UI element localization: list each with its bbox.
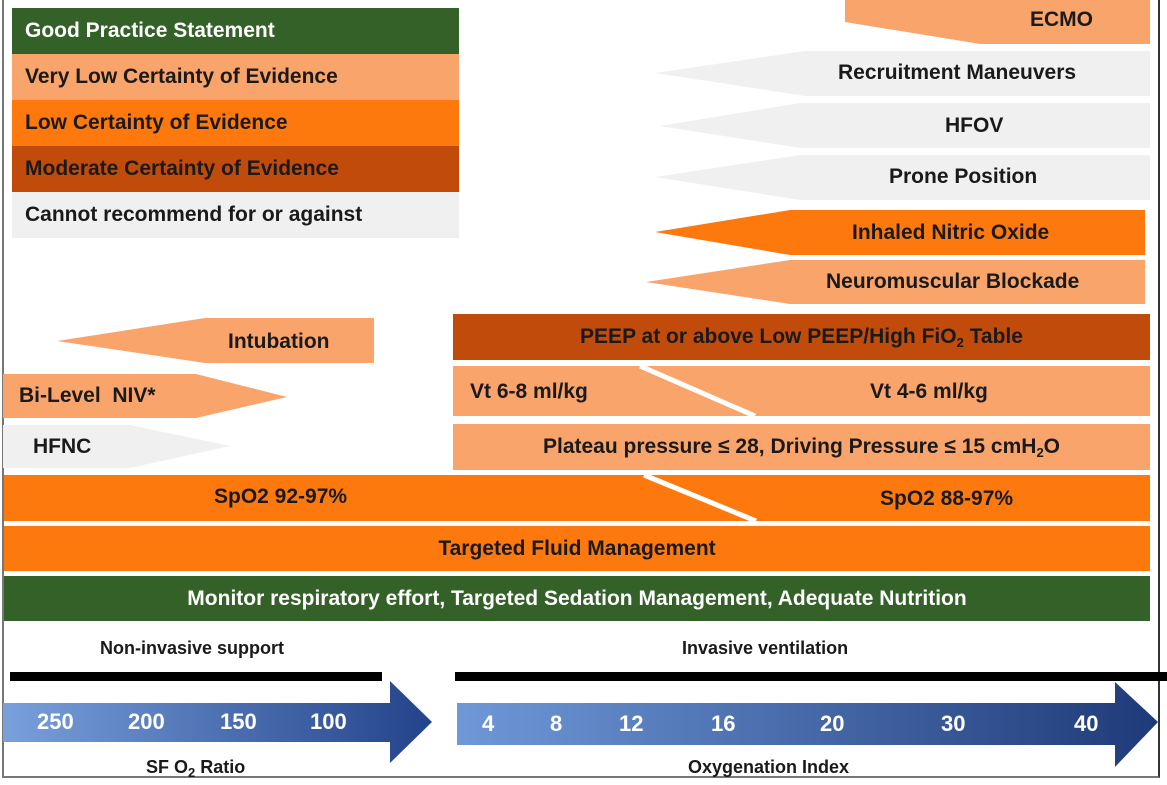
sfo2-tick: 200 bbox=[128, 709, 165, 734]
neuromuscular-blockade-arrow bbox=[646, 260, 1145, 304]
sfo2-tick: 150 bbox=[220, 709, 257, 734]
hfnc-arrow bbox=[3, 425, 230, 468]
spo2-band bbox=[4, 475, 1150, 521]
vt-band bbox=[453, 366, 1150, 416]
oi-tick: 12 bbox=[619, 711, 644, 736]
prone-position-arrow bbox=[655, 155, 1150, 200]
hfov-arrow bbox=[660, 103, 1150, 148]
spo2-right-label: SpO2 88-97% bbox=[880, 487, 1014, 510]
legend-label: Good Practice Statement bbox=[25, 19, 275, 42]
legend-cannot-recommend: Cannot recommend for or against bbox=[12, 192, 459, 238]
vt-right-label: Vt 4-6 ml/kg bbox=[870, 380, 988, 403]
invasive-title: Invasive ventilation bbox=[682, 638, 849, 658]
fluid-management-label: Targeted Fluid Management bbox=[438, 536, 716, 560]
legend-very-low: Very Low Certainty of Evidence bbox=[12, 54, 459, 100]
pressure-band: Plateau pressure ≤ 28, Driving Pressure … bbox=[453, 424, 1150, 470]
pressure-label: Plateau pressure ≤ 28, Driving Pressure … bbox=[542, 434, 1061, 460]
invasive-bracket bbox=[455, 672, 1167, 681]
legend-label: Low Certainty of Evidence bbox=[25, 111, 288, 134]
noninvasive-title: Non-invasive support bbox=[100, 638, 285, 658]
oxygenation-index-axis-label: Oxygenation Index bbox=[688, 757, 850, 777]
inhaled-nitric-oxide-label: Inhaled Nitric Oxide bbox=[852, 221, 1050, 244]
monitor-band: Monitor respiratory effort, Targeted Sed… bbox=[4, 576, 1150, 621]
spo2-divider bbox=[643, 472, 757, 524]
bilevel-niv-label: Bi-Level NIV* bbox=[19, 384, 156, 407]
intubation-label: Intubation bbox=[228, 330, 330, 353]
noninvasive-arrows-svg bbox=[3, 318, 374, 468]
ecmo-label: ECMO bbox=[1030, 8, 1093, 31]
bilevel-niv-arrow bbox=[3, 374, 287, 418]
fluid-management-band: Targeted Fluid Management bbox=[4, 526, 1150, 571]
oi-tick: 4 bbox=[482, 711, 495, 736]
legend-low: Low Certainty of Evidence bbox=[12, 100, 459, 146]
legend-label: Moderate Certainty of Evidence bbox=[25, 157, 339, 180]
hfov-label: HFOV bbox=[945, 114, 1004, 137]
sfo2-axis-label: SF O2 Ratio bbox=[146, 757, 246, 780]
sfo2-tick: 100 bbox=[310, 709, 347, 734]
intubation-arrow bbox=[57, 318, 374, 363]
inhaled-nitric-oxide-arrow bbox=[655, 210, 1145, 255]
sfo2-tick: 250 bbox=[37, 709, 74, 734]
oxygenation-index-scale-arrow bbox=[457, 682, 1158, 767]
peep-band: PEEP at or above Low PEEP/High FiO2 Tabl… bbox=[453, 314, 1150, 360]
legend-label: Cannot recommend for or against bbox=[25, 203, 363, 226]
spo2-left-label: SpO2 92-97% bbox=[214, 485, 348, 508]
legend-moderate: Moderate Certainty of Evidence bbox=[12, 146, 459, 192]
vt-band-svg bbox=[4, 363, 1150, 524]
vt-left-label: Vt 6-8 ml/kg bbox=[470, 380, 588, 403]
noninvasive-bracket bbox=[10, 672, 382, 681]
oi-tick: 30 bbox=[941, 711, 966, 736]
ecmo-arrow bbox=[845, 0, 1150, 44]
monitor-label: Monitor respiratory effort, Targeted Sed… bbox=[187, 586, 967, 610]
prone-position-label: Prone Position bbox=[889, 165, 1038, 188]
vt-divider bbox=[639, 363, 756, 419]
oi-tick: 20 bbox=[820, 711, 845, 736]
oi-tick: 16 bbox=[711, 711, 736, 736]
peep-label: PEEP at or above Low PEEP/High FiO2 Tabl… bbox=[580, 324, 1023, 350]
neuromuscular-blockade-label: Neuromuscular Blockade bbox=[826, 270, 1080, 293]
hfnc-label: HFNC bbox=[33, 435, 92, 458]
oi-tick: 8 bbox=[550, 711, 563, 736]
legend-label: Very Low Certainty of Evidence bbox=[25, 65, 338, 88]
sfo2-scale-arrow bbox=[3, 681, 432, 763]
legend-good-practice: Good Practice Statement bbox=[12, 8, 459, 54]
oi-tick: 40 bbox=[1074, 711, 1099, 736]
recruitment-maneuvers-arrow bbox=[655, 51, 1150, 96]
recruitment-maneuvers-label: Recruitment Maneuvers bbox=[838, 61, 1077, 84]
rescue-arrows-svg bbox=[646, 0, 1150, 304]
